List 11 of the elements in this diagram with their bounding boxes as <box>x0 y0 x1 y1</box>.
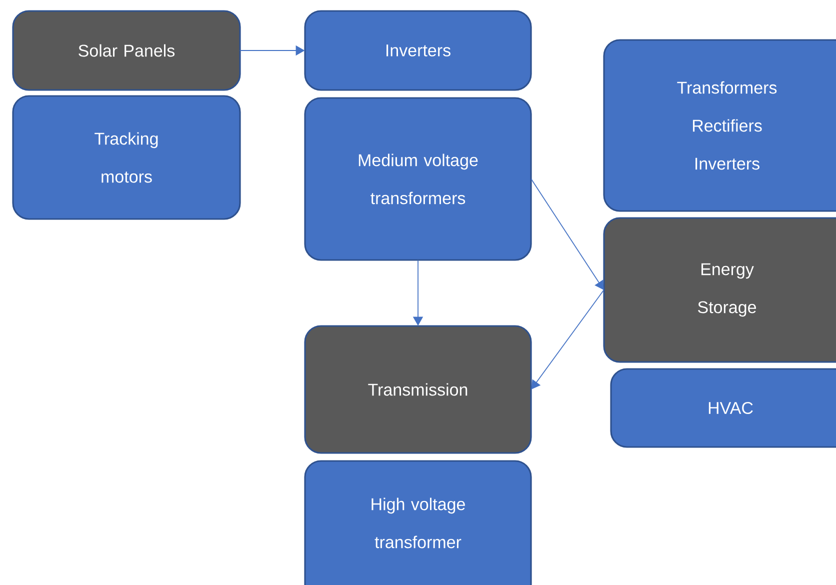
arrow <box>531 290 604 390</box>
process-box: Tracking motors <box>12 95 241 220</box>
process-box: Medium voltage transformers <box>304 97 532 261</box>
process-box: Transmission <box>304 325 532 454</box>
process-box: HVAC <box>610 368 836 448</box>
process-box: High voltage transformer <box>304 460 532 585</box>
process-box: Inverters <box>304 10 532 91</box>
process-box: Transformers Rectifiers Inverters <box>603 39 836 212</box>
process-box: Solar Panels <box>12 10 241 91</box>
arrow <box>530 178 604 290</box>
process-box: Energy Storage <box>603 217 836 363</box>
